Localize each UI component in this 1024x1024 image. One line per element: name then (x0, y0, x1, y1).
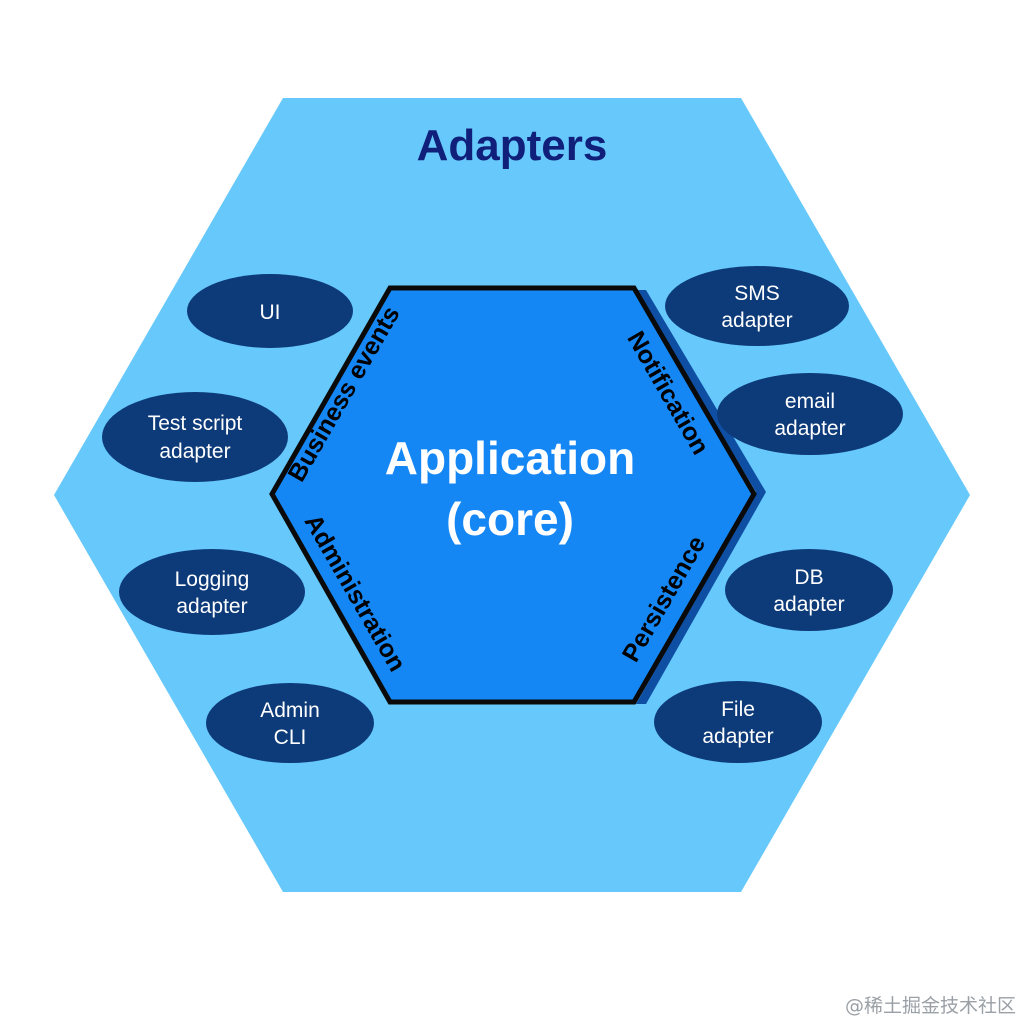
adapter-test-script-line2: adapter (159, 440, 230, 463)
adapter-file-line1: File (721, 698, 755, 721)
adapter-db-line2: adapter (773, 593, 844, 616)
adapter-test-script: Test script adapter (102, 392, 288, 482)
adapter-test-script-line1: Test script (148, 412, 243, 435)
adapter-admin-cli-line2: CLI (274, 726, 307, 749)
adapter-email-line2: adapter (774, 417, 845, 440)
adapter-db: DB adapter (725, 549, 893, 631)
watermark-text: @稀土掘金技术社区 (845, 995, 1016, 1017)
adapter-logging-line2: adapter (176, 595, 247, 618)
core-title-line2: (core) (446, 493, 574, 545)
adapter-email-line1: email (785, 390, 835, 413)
adapter-file-line2: adapter (702, 725, 773, 748)
adapters-title: Adapters (417, 121, 608, 170)
adapter-logging-line1: Logging (175, 568, 250, 591)
adapter-admin-cli: Admin CLI (206, 683, 374, 763)
adapter-sms-line1: SMS (734, 282, 780, 305)
adapter-db-line1: DB (794, 566, 823, 589)
adapter-logging: Logging adapter (119, 549, 305, 635)
adapter-admin-cli-line1: Admin (260, 699, 320, 722)
adapter-ui-label: UI (260, 301, 281, 324)
adapter-sms: SMS adapter (665, 266, 849, 346)
adapter-ui: UI (187, 274, 353, 348)
core-title-line1: Application (385, 432, 635, 484)
adapter-file: File adapter (654, 681, 822, 763)
adapter-sms-line2: adapter (721, 309, 792, 332)
adapter-email: email adapter (717, 373, 903, 455)
core-hexagon (269, 285, 757, 705)
